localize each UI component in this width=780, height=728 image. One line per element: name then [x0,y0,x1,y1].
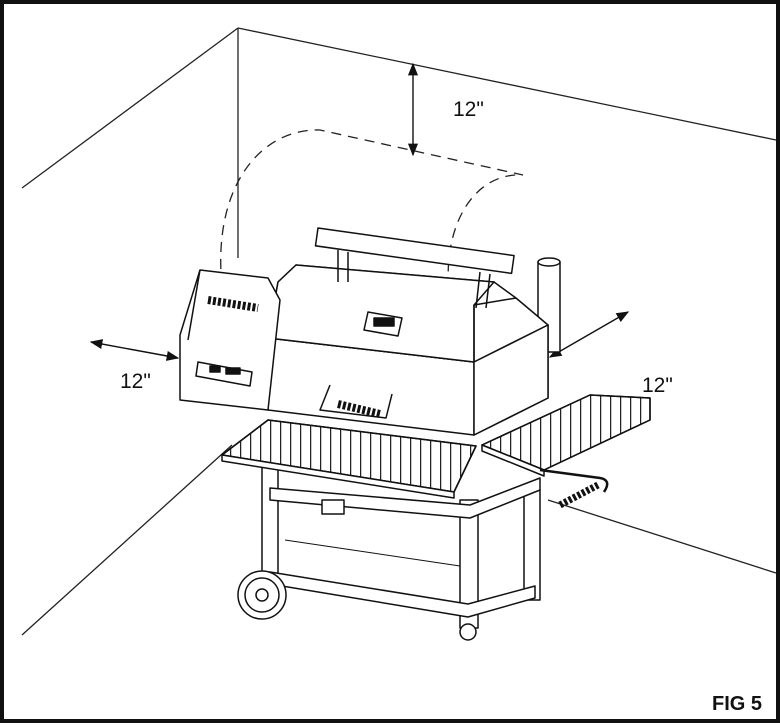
lid-handle [314,227,515,309]
barrel-body [267,264,549,436]
left-clearance-label: 12" [120,370,151,393]
controller-panel [195,361,253,387]
right-clearance-label: 12" [642,374,673,397]
floor-left [21,444,233,636]
lid-swing-arc [220,129,524,433]
top-clearance-label: 12" [453,98,484,121]
figure-label: FIG 5 [712,693,762,715]
wall-top-left [21,27,239,189]
pellet-hopper [179,269,281,411]
cart-leg-back-right [523,489,541,601]
cart-lower-shelf [269,571,536,618]
right-clearance-arrow [548,311,630,358]
room-walls [21,27,777,636]
right-side-shelf [481,394,651,509]
cart-upper-rail [269,477,541,519]
cart-frame [261,465,541,641]
cart-bracket [321,499,345,515]
front-shelf [221,419,477,499]
cart-wheel [237,570,287,620]
cart-caster [459,623,477,641]
pellet-grill [179,227,651,641]
thermometer [363,311,403,337]
wall-top-right [237,27,777,141]
front-handle [319,384,393,419]
floor-right [547,499,777,574]
left-clearance-arrow [89,339,180,361]
